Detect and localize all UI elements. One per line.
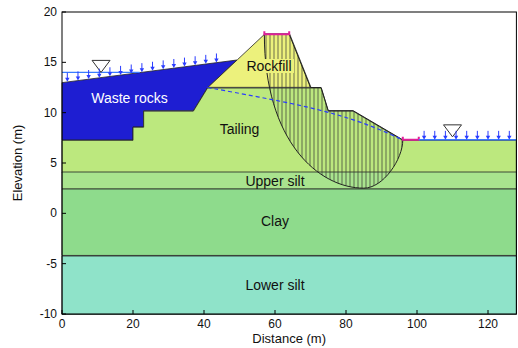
region-fill xyxy=(62,189,516,255)
region-label: Waste rocks xyxy=(89,91,170,105)
y-tick-label: 0 xyxy=(50,207,57,219)
lower-silt-layer: Lower silt xyxy=(62,256,516,314)
y-tick-label: 20 xyxy=(44,6,57,18)
flow-arrow xyxy=(65,73,69,82)
tick-mark xyxy=(346,310,347,314)
axis-title: Distance (m) xyxy=(252,332,326,346)
tick-mark xyxy=(133,310,134,314)
water-level xyxy=(419,139,517,141)
water-level-symbol xyxy=(92,60,110,72)
flow-arrow xyxy=(86,70,90,79)
tick-mark xyxy=(62,62,66,63)
flow-arrow xyxy=(422,131,426,140)
region-label: Upper silt xyxy=(243,174,306,188)
flow-arrow xyxy=(76,71,80,80)
flow-arrow xyxy=(465,131,469,140)
flow-arrow xyxy=(507,131,511,140)
flow-arrow xyxy=(172,59,176,68)
flow-arrow xyxy=(129,65,133,74)
water-level-symbol xyxy=(444,125,462,137)
flow-arrow xyxy=(454,131,458,140)
flow-arrow xyxy=(433,131,437,140)
flow-arrow xyxy=(140,63,144,72)
plot-frame xyxy=(62,12,516,314)
flow-arrow xyxy=(475,131,479,140)
y-tick-label: 5 xyxy=(50,157,57,169)
region-fill xyxy=(62,88,516,173)
tick-mark xyxy=(62,12,66,13)
y-tick-label: -10 xyxy=(40,308,57,320)
tick-mark xyxy=(488,310,489,314)
x-tick-label: 120 xyxy=(478,318,498,330)
tick-mark xyxy=(62,314,66,315)
crest-boundary xyxy=(264,31,289,34)
flow-arrow xyxy=(108,67,112,76)
region-label: Lower silt xyxy=(243,278,306,292)
flow-arrow xyxy=(150,62,154,71)
upper-silt-layer: Upper silt xyxy=(62,172,516,189)
axis-title: Elevation (m) xyxy=(11,125,25,202)
region-label: Clay xyxy=(259,214,291,228)
flow-arrow xyxy=(118,66,122,75)
rockfill-region: Rockfill xyxy=(208,34,311,87)
flow-arrow xyxy=(204,55,208,64)
flow-arrow xyxy=(496,131,500,140)
region-fill xyxy=(62,172,516,189)
tick-mark xyxy=(62,263,66,264)
flow-arrow xyxy=(97,69,101,78)
y-tick-label: -5 xyxy=(46,258,57,270)
flow-arrow xyxy=(161,60,165,69)
flow-arrow xyxy=(193,56,197,65)
phreatic-line xyxy=(208,88,403,140)
x-tick-label: 100 xyxy=(407,318,427,330)
flow-arrow xyxy=(182,58,186,67)
x-tick-label: 20 xyxy=(126,318,139,330)
y-tick-label: 10 xyxy=(44,107,57,119)
x-tick-label: 0 xyxy=(59,318,66,330)
tick-mark xyxy=(62,163,66,164)
y-tick-label: 15 xyxy=(44,56,57,68)
region-label: Rockfill xyxy=(244,59,293,73)
x-tick-label: 40 xyxy=(197,318,210,330)
tick-mark xyxy=(275,310,276,314)
tick-mark xyxy=(62,310,63,314)
clay-layer: Clay xyxy=(62,189,516,255)
x-tick-label: 80 xyxy=(339,318,352,330)
tick-mark xyxy=(204,310,205,314)
flow-arrow xyxy=(486,131,490,140)
tick-mark xyxy=(62,213,66,214)
tick-mark xyxy=(62,112,66,113)
tick-mark xyxy=(417,310,418,314)
toe-boundary xyxy=(403,137,419,140)
water-level xyxy=(62,72,140,73)
flow-arrow xyxy=(214,53,218,62)
region-fill xyxy=(62,256,516,314)
x-tick-label: 60 xyxy=(268,318,281,330)
slip-surface xyxy=(264,34,402,188)
region-label: Tailing xyxy=(218,122,262,136)
flow-arrow xyxy=(443,131,447,140)
region-fill xyxy=(208,34,311,87)
